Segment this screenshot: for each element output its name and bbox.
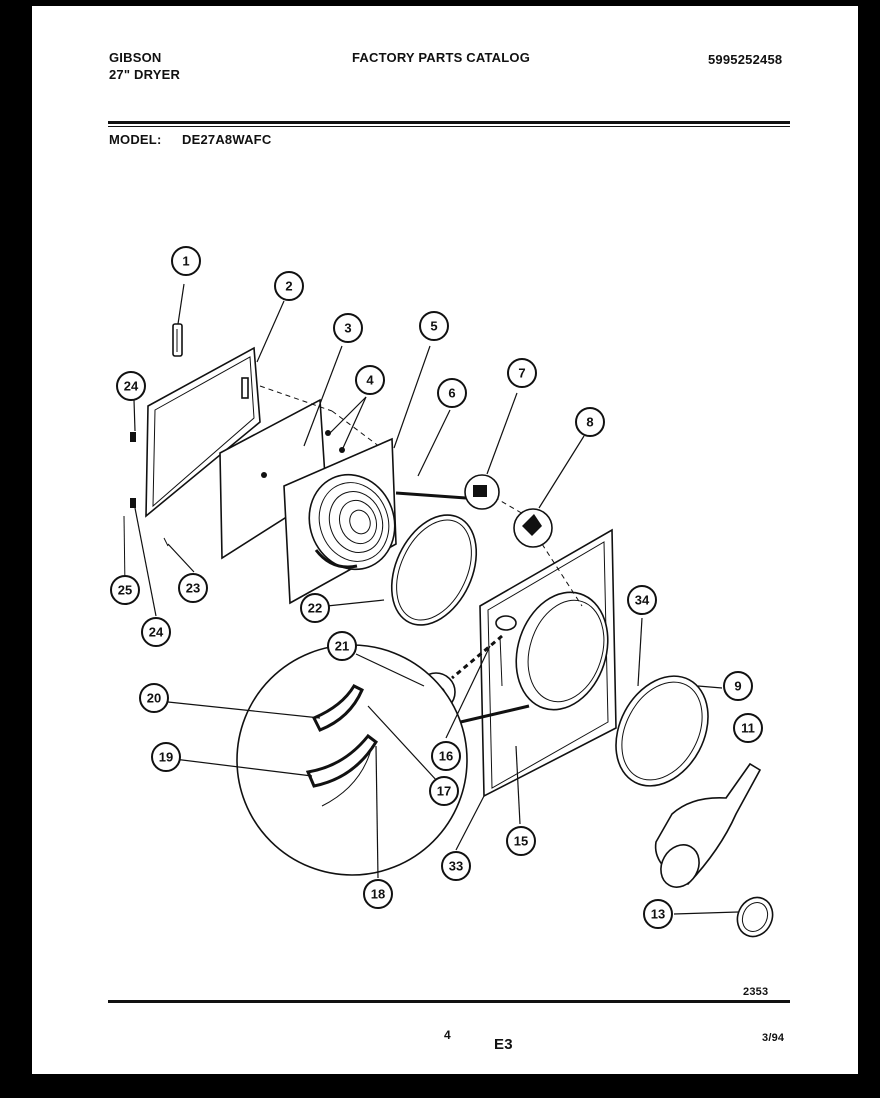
callout-21: 21: [327, 631, 357, 661]
svg-text:1: 1: [182, 254, 189, 269]
door-outer-panel: [145, 346, 261, 518]
callout-24-top: 24: [116, 371, 146, 401]
page-number: 4: [444, 1028, 451, 1042]
callout-25: 25: [110, 575, 140, 605]
callout-11: 11: [733, 713, 763, 743]
door-handle-assembly: [654, 762, 762, 888]
callout-15: 15: [506, 826, 536, 856]
svg-text:25: 25: [118, 583, 132, 598]
brand-name: GIBSON: [109, 50, 162, 65]
svg-text:15: 15: [514, 834, 528, 849]
callout-34: 34: [627, 585, 657, 615]
callout-17: 17: [429, 776, 459, 806]
svg-text:3: 3: [344, 321, 351, 336]
svg-text:4: 4: [366, 373, 374, 388]
callout-13: 13: [643, 899, 673, 929]
svg-text:18: 18: [371, 887, 385, 902]
model-number: DE27A8WAFC: [182, 132, 272, 147]
door-liner: [283, 437, 397, 605]
callout-23: 23: [178, 573, 208, 603]
callout-2: 2: [274, 271, 304, 301]
door-seal-ring: [615, 675, 709, 787]
svg-text:2: 2: [285, 279, 292, 294]
exploded-parts-diagram: 1 2 3 4 5 6 7 8 24 24 25 23 22 21 20 19 …: [110, 246, 774, 938]
front-panel: [479, 528, 617, 798]
svg-text:19: 19: [159, 750, 173, 765]
svg-text:21: 21: [335, 639, 349, 654]
callout-5: 5: [419, 311, 449, 341]
callout-7: 7: [507, 358, 537, 388]
callout-4: 4: [355, 365, 385, 395]
model-label: MODEL:: [109, 132, 162, 147]
callout-20: 20: [139, 683, 169, 713]
callout-9: 9: [723, 671, 753, 701]
date-code: 3/94: [762, 1032, 785, 1044]
hinge-part: [172, 323, 183, 357]
svg-text:11: 11: [741, 721, 755, 736]
handle-cap: [736, 896, 774, 938]
footer-rule: [108, 1000, 790, 1003]
svg-text:33: 33: [449, 859, 463, 874]
screw-part: [339, 447, 345, 453]
svg-text:7: 7: [518, 366, 525, 381]
catalog-number: 5995252458: [708, 52, 783, 67]
svg-text:20: 20: [147, 691, 161, 706]
svg-text:17: 17: [437, 784, 451, 799]
header-rule-bottom: [108, 126, 790, 127]
svg-text:5: 5: [430, 319, 437, 334]
callout-6: 6: [437, 378, 467, 408]
callout-16: 16: [431, 741, 461, 771]
svg-text:9: 9: [734, 679, 741, 694]
callout-8: 8: [575, 407, 605, 437]
section-code: E3: [494, 1036, 513, 1053]
svg-text:24: 24: [124, 379, 139, 394]
door-gasket-ring: [390, 514, 478, 626]
callout-18: 18: [363, 879, 393, 909]
svg-text:6: 6: [448, 386, 455, 401]
svg-text:24: 24: [149, 625, 164, 640]
svg-text:8: 8: [586, 415, 593, 430]
callout-19: 19: [151, 742, 181, 772]
callout-22: 22: [300, 593, 330, 623]
callout-3: 3: [333, 313, 363, 343]
catalog-page: GIBSON 27" DRYER FACTORY PARTS CATALOG 5…: [32, 6, 858, 1074]
svg-text:16: 16: [439, 749, 453, 764]
svg-text:22: 22: [308, 601, 322, 616]
svg-text:34: 34: [635, 593, 650, 608]
drawing-number: 2353: [743, 986, 769, 998]
svg-text:13: 13: [651, 907, 665, 922]
header-rule-top: [108, 121, 790, 124]
svg-text:23: 23: [186, 581, 200, 596]
callout-33: 33: [441, 851, 471, 881]
product-name: 27" DRYER: [109, 67, 181, 82]
leader-lines: [133, 283, 739, 915]
callout-1: 1: [171, 246, 201, 276]
callout-24-bottom: 24: [141, 617, 171, 647]
catalog-title: FACTORY PARTS CATALOG: [352, 50, 531, 65]
screw-part: [325, 430, 331, 436]
